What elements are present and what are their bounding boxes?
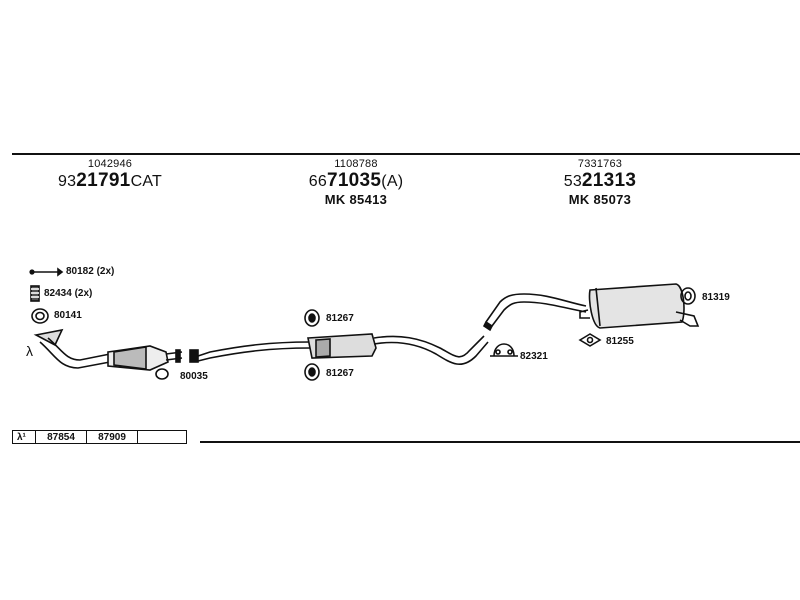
column-3-header: 7331763 5321313 MK 85073 bbox=[520, 158, 680, 207]
rubber-hanger-icon bbox=[680, 287, 696, 305]
table-row: λ¹ 87854 87909 bbox=[12, 430, 187, 444]
bolt-icon bbox=[29, 267, 64, 277]
part-label-82434: 82434 (2x) bbox=[44, 288, 93, 299]
column-3-mk: MK 85073 bbox=[568, 192, 632, 207]
part-label-81319: 81319 bbox=[702, 292, 730, 303]
table-cell: 87909 bbox=[86, 430, 138, 444]
flange-gasket-icon bbox=[578, 333, 602, 347]
column-2-header: 1108788 6671035(A) MK 85413 bbox=[276, 158, 436, 207]
column-3-code: 5321313 bbox=[563, 170, 637, 191]
column-1-code: 9321791CAT bbox=[58, 170, 162, 191]
lambda-symbol: λ bbox=[26, 343, 33, 359]
part-label-80141: 80141 bbox=[54, 310, 82, 321]
part-label-80035: 80035 bbox=[180, 371, 208, 382]
column-2-code: 6671035(A) bbox=[308, 170, 404, 191]
gasket-icon bbox=[31, 308, 49, 324]
column-2-mk: MK 85413 bbox=[324, 192, 388, 207]
part-label-81267-bottom: 81267 bbox=[326, 368, 354, 379]
column-3-code-small: 7331763 bbox=[577, 158, 623, 170]
lambda-cell: λ¹ bbox=[12, 430, 36, 444]
bottom-parts-table: λ¹ 87854 87909 bbox=[12, 430, 187, 444]
part-label-80182: 80182 (2x) bbox=[66, 266, 115, 277]
hanger-icon-top bbox=[304, 309, 320, 327]
column-1-header: 1042946 9321791CAT bbox=[30, 158, 190, 192]
catalyst-pipe-icon bbox=[33, 328, 183, 380]
clamp-icon bbox=[490, 343, 518, 357]
part-label-82321: 82321 bbox=[520, 351, 548, 362]
bottom-rule bbox=[200, 441, 800, 443]
column-1-code-small: 1042946 bbox=[87, 158, 133, 170]
table-cell: 87854 bbox=[35, 430, 87, 444]
top-rule bbox=[12, 153, 800, 155]
spring-icon bbox=[30, 285, 40, 302]
part-label-81255: 81255 bbox=[606, 336, 634, 347]
rear-muffler-icon bbox=[482, 283, 700, 332]
middle-muffler-icon bbox=[189, 333, 489, 365]
table-cell bbox=[137, 430, 187, 444]
hanger-icon-bottom bbox=[304, 363, 320, 381]
column-2-code-small: 1108788 bbox=[334, 158, 378, 170]
part-label-81267-top: 81267 bbox=[326, 313, 354, 324]
